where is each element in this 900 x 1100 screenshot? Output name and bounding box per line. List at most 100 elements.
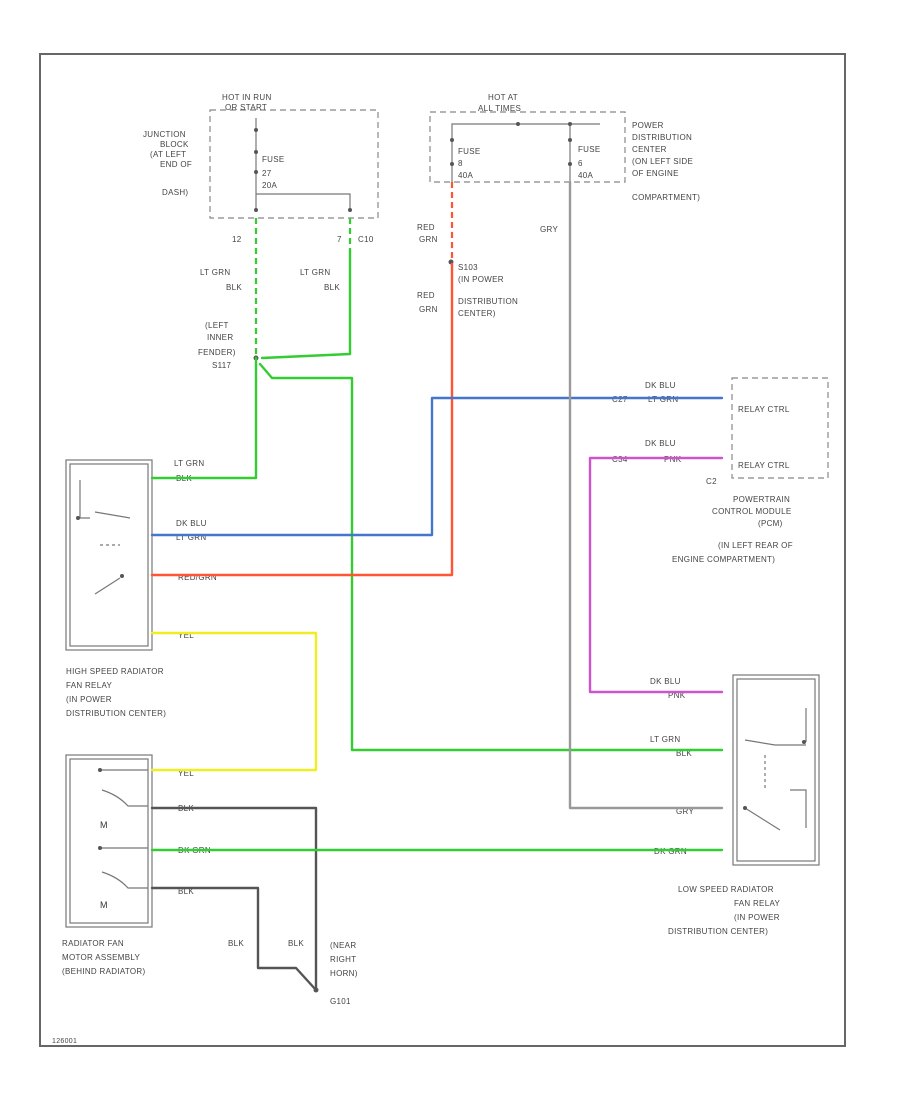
wire-label-dk-blu-b: DK BLU	[645, 439, 676, 448]
ls-wire-dk-grn: DK GRN	[654, 847, 687, 856]
hs-wire-dk-blu: DK BLU	[176, 519, 207, 528]
wire-blk-1	[150, 806, 318, 992]
motor-label: RADIATOR FAN	[62, 939, 124, 948]
splice-s103-label-2: (IN POWER	[458, 275, 504, 284]
wire-label-lt-grn-blk-2: LT GRN	[300, 268, 330, 277]
motor-label-2: MOTOR ASSEMBLY	[62, 953, 141, 962]
mot-wire-yel: YEL	[178, 769, 194, 778]
wire-label-blk-b: BLK	[288, 939, 304, 948]
wire-blk-2	[150, 886, 318, 992]
ground-point	[313, 987, 319, 993]
pcm-relay-ctrl-1: RELAY CTRL	[738, 405, 790, 414]
fuse-8-amp: 40A	[458, 171, 473, 180]
fuse-6-amp: 40A	[578, 171, 593, 180]
wire-label-red-grn-1b: GRN	[419, 235, 438, 244]
hs-relay-label-2: FAN RELAY	[66, 681, 112, 690]
wire-yel	[150, 631, 318, 772]
hot-in-run-label-2: OR START	[225, 103, 267, 112]
fuse-27-amp: 20A	[262, 181, 277, 190]
pdc-label-2: DISTRIBUTION	[632, 133, 692, 142]
fuse-6-number: 6	[578, 159, 583, 168]
hs-wire-lt-grn: LT GRN	[174, 459, 204, 468]
ground-label-2: RIGHT	[330, 955, 356, 964]
pcm-label-2: CONTROL MODULE	[712, 507, 791, 516]
wire-label-red-grn-1: RED	[417, 223, 435, 232]
hot-at-all-times-label: HOT AT	[488, 93, 518, 102]
pcm-label-4: (IN LEFT REAR OF	[718, 541, 793, 550]
ls-relay-label-3: (IN POWER	[734, 913, 780, 922]
fuse-8-label: FUSE	[458, 147, 481, 156]
pdc-label-4: (ON LEFT SIDE	[632, 157, 693, 166]
wire-gry	[568, 180, 724, 810]
splice-s117-label-4: S117	[212, 361, 232, 370]
pcm-connector-c2: C2	[706, 477, 717, 486]
ls-wire-gry: GRY	[676, 807, 694, 816]
junction-block: HOT IN RUN OR START JUNCTION BLOCK (AT L…	[143, 93, 379, 219]
junction-block-label-2: BLOCK	[160, 140, 189, 149]
wire-label-gry: GRY	[540, 225, 558, 234]
splice-s117-label-2: INNER	[207, 333, 233, 342]
wire-label-lt-grn-a: LT GRN	[648, 395, 678, 404]
ls-wire-blk: BLK	[676, 749, 692, 758]
hs-relay-label-3: (IN POWER	[66, 695, 112, 704]
hot-in-run-label: HOT IN RUN	[222, 93, 272, 102]
mot-wire-blk-2: BLK	[178, 887, 194, 896]
wire-label-red-grn-2b: GRN	[419, 305, 438, 314]
high-speed-fan-relay: LT GRN BLK DK BLU LT GRN RED/GRN YEL HIG…	[65, 459, 217, 718]
wire-lt-grn-blk-2	[260, 248, 352, 360]
junction-block-label-3: (AT LEFT	[150, 150, 186, 159]
fuse-6-label: FUSE	[578, 145, 601, 154]
connector-c10-label: C10	[358, 235, 374, 244]
pdc-label-6: COMPARTMENT)	[632, 193, 700, 202]
wire-label-lt-grn-blk-2b: BLK	[324, 283, 340, 292]
junction-block-label-5: DASH)	[162, 188, 188, 197]
low-speed-fan-relay: DK BLU PNK LT GRN BLK GRY DK GRN LOW SPE…	[650, 674, 820, 936]
pcm-pin-c34: C34	[612, 455, 628, 464]
splice-s103-label-4: CENTER)	[458, 309, 496, 318]
hs-relay-label: HIGH SPEED RADIATOR	[66, 667, 164, 676]
ls-wire-pnk: PNK	[668, 691, 686, 700]
ls-relay-label-4: DISTRIBUTION CENTER)	[668, 927, 768, 936]
pin-12-label: 12	[232, 235, 242, 244]
wire-label-pnk-b: PNK	[664, 455, 682, 464]
figure-id: 126001	[52, 1038, 77, 1045]
ground-label: (NEAR	[330, 941, 356, 950]
hs-wire-red-grn: RED/GRN	[178, 573, 217, 582]
wire-dk-blu-pnk	[588, 456, 724, 694]
pcm-label: POWERTRAIN	[733, 495, 790, 504]
wire-red-grn	[150, 262, 454, 577]
radiator-fan-motor: M M YEL BLK DK GRN BLK RADIATOR FAN MOTO…	[62, 754, 211, 976]
pcm-label-3: (PCM)	[758, 519, 783, 528]
splice-s117-label: (LEFT	[205, 321, 229, 330]
pcm-relay-ctrl-2: RELAY CTRL	[738, 461, 790, 470]
hs-relay-label-4: DISTRIBUTION CENTER)	[66, 709, 166, 718]
powertrain-control-module: RELAY CTRL RELAY CTRL C27 C34 C2 DK BLU …	[612, 377, 829, 564]
diagram-frame	[39, 53, 846, 1047]
ground-label-4: G101	[330, 997, 351, 1006]
wire-label-dk-blu-a: DK BLU	[645, 381, 676, 390]
power-distribution-center: HOT AT ALL TIMES FUSE 8 40A FUSE 6 40A P…	[429, 93, 700, 202]
splice-s103-label-3: DISTRIBUTION	[458, 297, 518, 306]
pdc-label-3: CENTER	[632, 145, 667, 154]
splice-s117-label-3: FENDER)	[198, 348, 236, 357]
hot-at-all-times-label-2: ALL TIMES	[478, 104, 521, 113]
fan-motor-2-icon: M	[100, 900, 108, 910]
pdc-label-5: OF ENGINE	[632, 169, 679, 178]
wire-label-lt-grn-blk-1: LT GRN	[200, 268, 230, 277]
wire-dk-blu-lt-grn	[150, 396, 724, 537]
junction-block-label-4: END OF	[160, 160, 192, 169]
motor-label-3: (BEHIND RADIATOR)	[62, 967, 146, 976]
wire-label-lt-grn-blk-1b: BLK	[226, 283, 242, 292]
wire-label-red-grn-2: RED	[417, 291, 435, 300]
wire-label-blk-a: BLK	[228, 939, 244, 948]
fuse-27-label: FUSE	[262, 155, 285, 164]
fuse-8-number: 8	[458, 159, 463, 168]
hs-wire-lt-grn-2: LT GRN	[176, 533, 206, 542]
splice-s103-label: S103	[458, 263, 478, 272]
pdc-label: POWER	[632, 121, 664, 130]
ground-label-3: HORN)	[330, 969, 358, 978]
fuse-27-number: 27	[262, 169, 272, 178]
fan-motor-1-icon: M	[100, 820, 108, 830]
pin-7-label: 7	[337, 235, 342, 244]
